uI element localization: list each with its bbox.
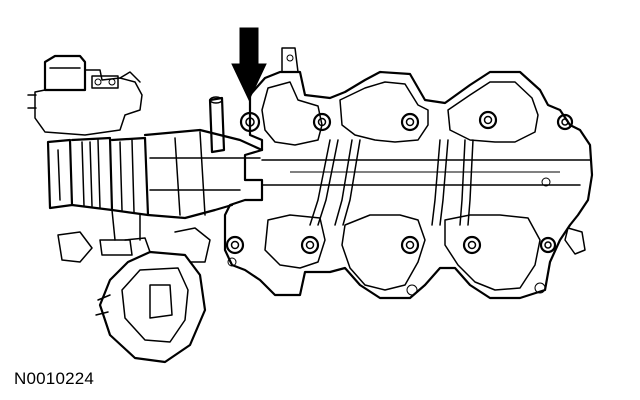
indicator-arrow bbox=[231, 27, 267, 102]
bolt bbox=[300, 235, 320, 255]
electrical-connector bbox=[95, 227, 211, 364]
bolt-highlighted bbox=[239, 111, 261, 133]
bolt bbox=[539, 236, 557, 254]
bolt bbox=[478, 110, 498, 130]
bolt bbox=[400, 235, 420, 255]
bolt bbox=[400, 112, 420, 132]
bolt bbox=[556, 113, 574, 131]
manifold-body bbox=[223, 47, 594, 300]
throttle-body bbox=[27, 54, 264, 263]
bolt bbox=[462, 235, 482, 255]
bolt bbox=[312, 112, 332, 132]
bolt bbox=[225, 235, 245, 255]
figure-id-label: N0010224 bbox=[14, 369, 95, 388]
manifold-bolts bbox=[225, 110, 574, 255]
